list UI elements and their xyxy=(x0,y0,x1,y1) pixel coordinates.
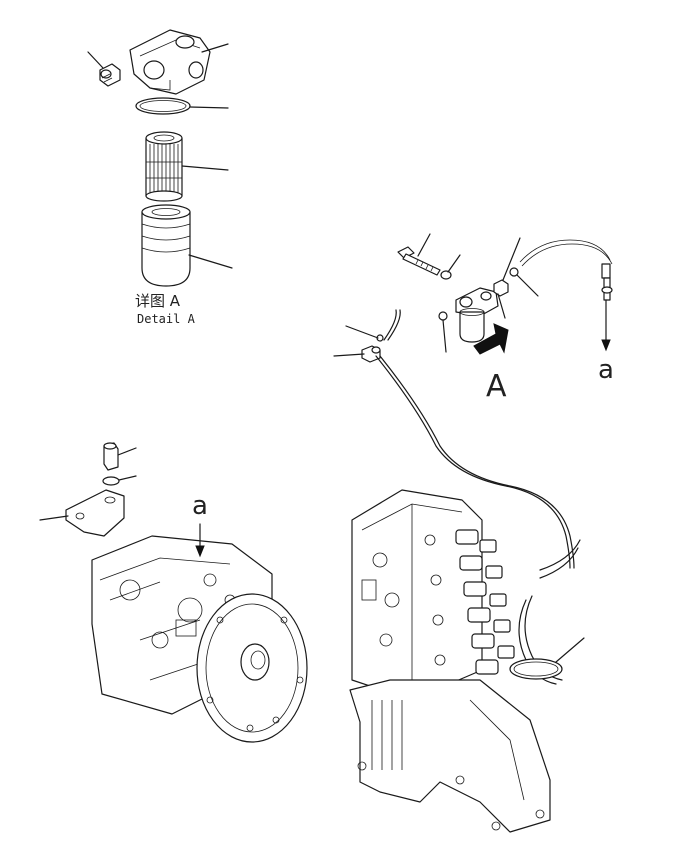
valve-body xyxy=(351,489,483,701)
valve-ports xyxy=(361,534,446,666)
leader-bolt xyxy=(417,233,431,257)
ref-marker-a-left: a xyxy=(192,491,208,521)
leader-element xyxy=(181,165,229,171)
detail-title-en: Detail A xyxy=(137,312,196,326)
detail-plug-fitting xyxy=(99,63,121,87)
pump-assembly: a xyxy=(39,442,308,743)
pump-washer xyxy=(102,476,120,486)
leader-pump-washer xyxy=(118,475,137,481)
ref-arrow-left-icon xyxy=(195,545,205,558)
detail-title-cn: 详图 A xyxy=(135,292,181,310)
hose-fittings-left xyxy=(333,325,384,363)
leader-oring-small xyxy=(516,274,539,297)
leader-band xyxy=(555,637,585,663)
detail-filter-element xyxy=(145,131,183,202)
leader-head-assembly xyxy=(497,293,506,319)
control-valve-assembly xyxy=(349,489,585,833)
ref-arrow-right-icon xyxy=(601,339,611,352)
detail-filter-bowl xyxy=(141,204,191,287)
pump-bolt xyxy=(103,442,119,471)
leader-fitting-2 xyxy=(333,353,365,357)
filter-housing xyxy=(455,287,499,343)
right-tube-fitting: a xyxy=(598,263,614,385)
leader-plug xyxy=(87,51,104,69)
adapter-fittings xyxy=(493,267,519,297)
filter-assembly: A xyxy=(397,233,539,404)
ref-marker-a-right: a xyxy=(598,355,614,385)
valve-frame xyxy=(349,679,551,833)
detail-a-group: 详图 A Detail A xyxy=(87,29,233,326)
leader-bracket xyxy=(39,515,69,521)
pump-bracket xyxy=(65,489,125,537)
leader-o-ring xyxy=(189,106,229,109)
view-marker-A: A xyxy=(486,369,507,404)
leader-washer xyxy=(447,254,461,273)
leader-fitting-1 xyxy=(345,325,379,339)
valve-spools xyxy=(455,529,515,675)
leader-bowl xyxy=(188,254,233,269)
leader-pump-bolt xyxy=(117,447,137,456)
leader-adapter xyxy=(502,237,521,281)
leader-small-o-ring xyxy=(442,319,447,353)
detail-o-ring xyxy=(135,97,191,115)
hoses xyxy=(375,239,613,685)
small-o-ring xyxy=(438,311,448,321)
view-arrow-icon xyxy=(473,323,509,355)
hose-clamp-band xyxy=(509,658,563,680)
washer xyxy=(440,270,452,280)
detail-filter-head xyxy=(129,29,211,95)
bolt xyxy=(397,246,441,276)
leader-head xyxy=(201,43,229,53)
